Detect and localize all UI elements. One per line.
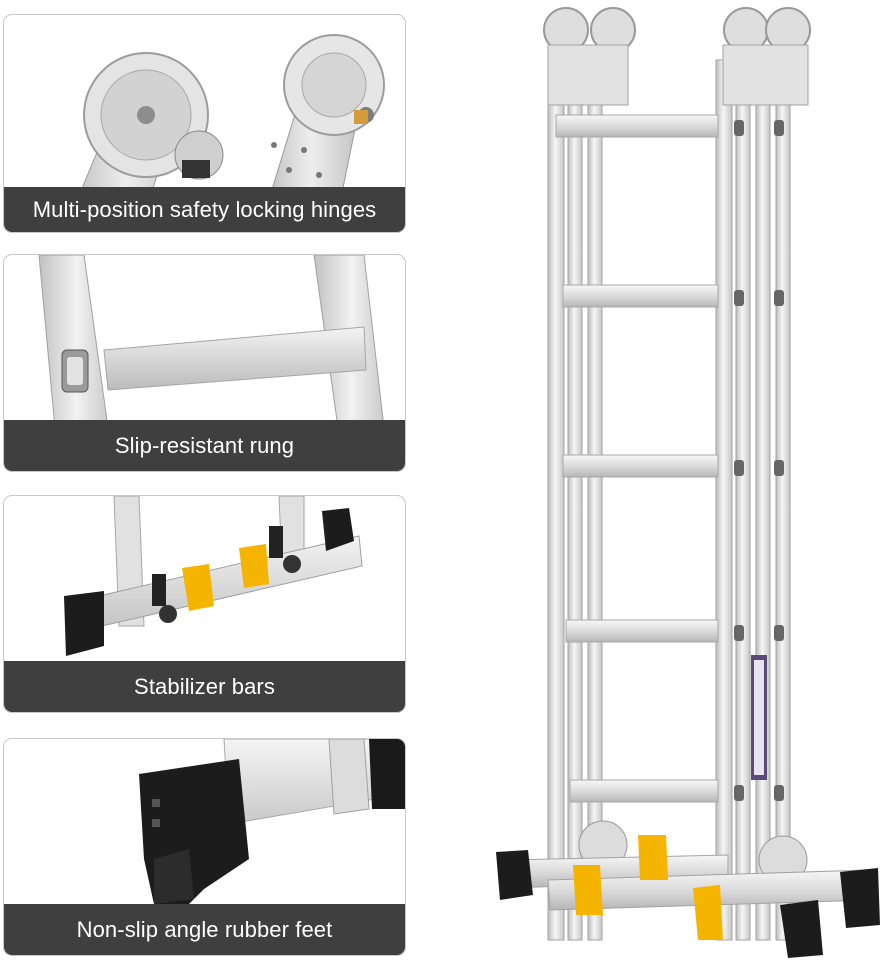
folding-ladder-icon xyxy=(496,7,880,958)
feature-caption-feet: Non-slip angle rubber feet xyxy=(4,904,405,955)
feature-panel-rung: Slip-resistant rung xyxy=(3,254,406,472)
feature-panel-stabilizer: Stabilizer bars xyxy=(3,495,406,713)
feature-caption-hinges: Multi-position safety locking hinges xyxy=(4,187,405,232)
feature-caption-rung: Slip-resistant rung xyxy=(4,420,405,471)
stabilizer-bar-closeup-icon xyxy=(64,496,363,656)
rubber-foot-closeup-icon xyxy=(139,739,405,904)
feature-panel-hinges: Multi-position safety locking hinges xyxy=(3,14,406,233)
feature-panel-feet: Non-slip angle rubber feet xyxy=(3,738,406,956)
feature-caption-stabilizer: Stabilizer bars xyxy=(4,661,405,712)
rung-closeup-icon xyxy=(38,255,390,471)
